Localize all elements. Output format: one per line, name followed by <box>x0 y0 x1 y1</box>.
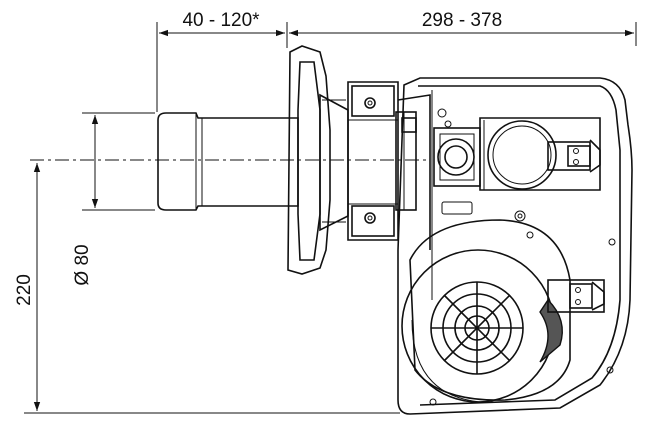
flange-connection <box>322 99 346 223</box>
control-module <box>547 279 605 313</box>
screw-icon <box>429 398 437 406</box>
collar-clamp <box>395 111 417 211</box>
mounting-collar <box>347 81 417 241</box>
bolt-icon <box>364 212 376 224</box>
grille-spoke <box>443 294 511 362</box>
housing-front-edge <box>397 94 431 250</box>
air-damper-scale <box>539 298 563 363</box>
control-connector <box>569 283 593 309</box>
housing-outline <box>397 77 633 415</box>
clamp-tab <box>401 117 417 133</box>
bolt-icon <box>514 210 526 222</box>
screw-icon <box>608 238 616 246</box>
motor-connector <box>567 145 591 167</box>
fan-scroll-edge <box>411 319 481 403</box>
tube-extension-line <box>348 119 398 205</box>
housing-screws <box>429 231 616 406</box>
damper-scale-band <box>539 298 563 363</box>
flange-neck <box>319 93 349 232</box>
fan-housing-outline <box>409 219 571 401</box>
burner-housing <box>397 77 633 415</box>
bolt-icon <box>367 100 373 106</box>
motor <box>479 117 601 191</box>
screw-icon <box>526 231 534 239</box>
motor-body <box>487 120 557 190</box>
height-label: 220 <box>14 274 35 306</box>
small-port <box>441 201 473 215</box>
bolt-icon <box>444 120 452 128</box>
screw-icon <box>606 366 614 374</box>
housing-inner-outline <box>418 85 621 406</box>
collar-bottom-block <box>351 205 395 237</box>
screw-icon <box>575 287 581 293</box>
diameter-dimension: Ø 80 <box>72 112 155 286</box>
screw-icon <box>575 299 581 305</box>
bolt-icon <box>364 97 376 109</box>
combustion-head <box>157 112 398 211</box>
body-length-dimension: 298 - 378 <box>289 10 637 46</box>
connector-plug <box>589 139 601 173</box>
height-dimension: 220 <box>14 163 400 414</box>
air-intake-grille <box>430 281 524 375</box>
pump-block-outline <box>433 127 481 187</box>
bolt-icon <box>437 108 447 118</box>
head-length-dimension: 40 - 120* <box>156 10 288 112</box>
head-length-label: 40 - 120* <box>182 10 260 31</box>
flange-plate <box>287 45 331 275</box>
motor-body-inner <box>492 125 552 185</box>
screw-icon <box>573 159 579 165</box>
collar-top-block <box>351 85 395 117</box>
pump-block <box>433 108 526 222</box>
pump-divider <box>479 120 485 190</box>
body-length-label: 298 - 378 <box>422 10 502 31</box>
diameter-label: Ø 80 <box>72 244 93 285</box>
control-plug <box>591 281 605 311</box>
pump-port-inner <box>444 145 468 169</box>
screw-icon <box>573 148 579 154</box>
bolt-icon <box>367 215 373 221</box>
collar-outline <box>347 81 399 241</box>
flange-plate-front <box>297 61 321 261</box>
pump-block-inner <box>439 133 475 181</box>
bolt-icon <box>517 213 523 219</box>
pump-port-outer <box>437 138 475 176</box>
blast-tube <box>157 112 299 211</box>
